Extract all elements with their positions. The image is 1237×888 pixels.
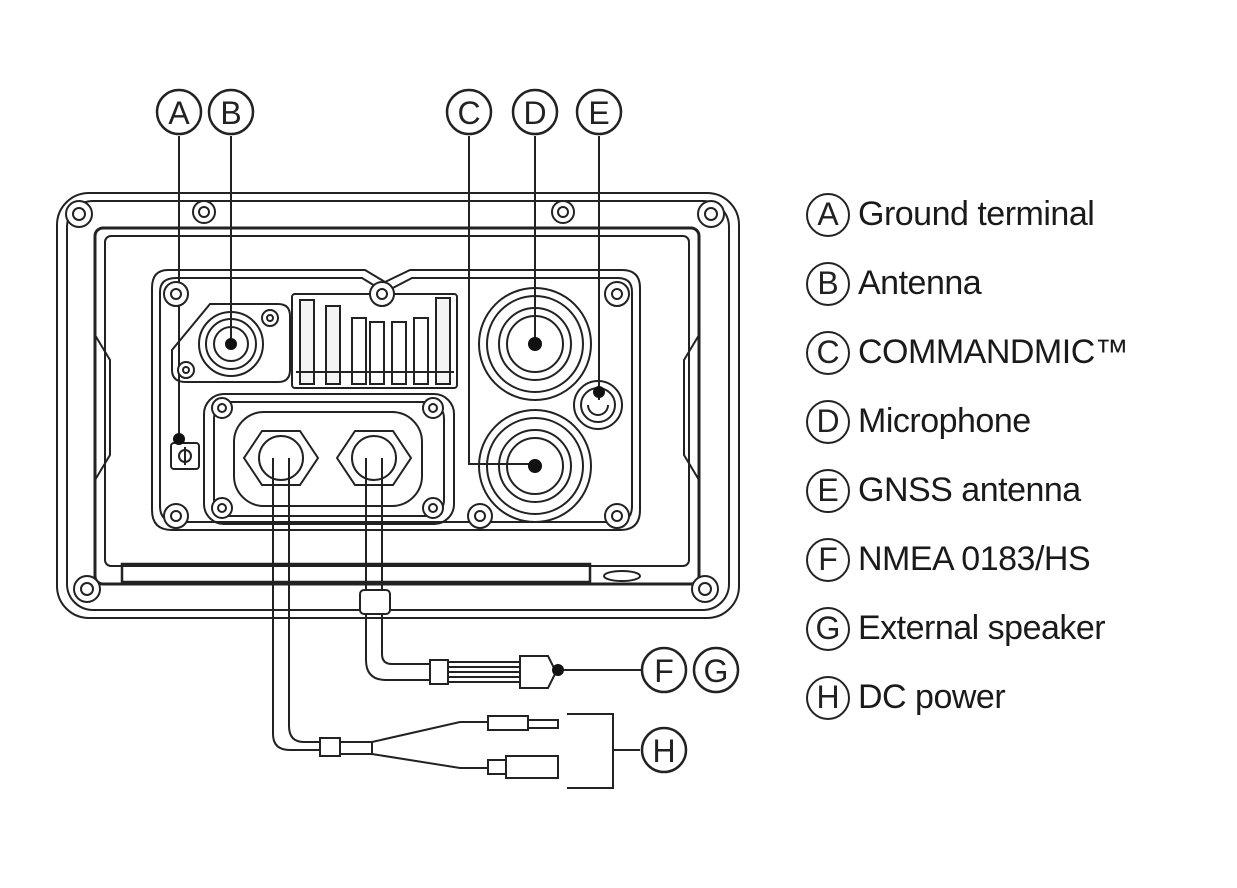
callout-c	[445, 88, 493, 136]
legend-badge: F	[806, 537, 850, 582]
terminal-block	[291, 293, 458, 389]
legend-label: Microphone	[858, 402, 1031, 440]
power-cable	[272, 458, 320, 751]
callout-a-label: A	[168, 95, 190, 131]
left-side-notch	[94, 334, 111, 481]
housing-inner	[66, 200, 730, 611]
bottom-strip	[120, 562, 592, 584]
legend-label: Antenna	[858, 264, 982, 302]
nmea-cable-gland	[335, 430, 413, 486]
connector-pins	[173, 337, 605, 676]
callout-g	[692, 646, 740, 694]
housing-outer	[56, 192, 740, 619]
screws	[65, 200, 725, 615]
power-cable-gland	[242, 430, 320, 486]
right-side-notch	[683, 334, 700, 481]
legend-label: Ground terminal	[858, 195, 1095, 233]
cable-gland-plate	[203, 393, 455, 525]
callout-b-label: B	[220, 95, 241, 131]
legend-badge: G	[806, 606, 850, 651]
callout-f-label: F	[654, 653, 674, 689]
callout-d-label: D	[523, 95, 546, 131]
bezel	[93, 226, 701, 586]
connector-panel	[151, 269, 641, 531]
callout-f	[640, 646, 688, 694]
ground-terminal	[170, 442, 200, 470]
callout-a	[155, 88, 203, 136]
nmea-cable	[365, 458, 430, 681]
legend-badge: B	[806, 261, 850, 306]
callout-e	[575, 88, 623, 136]
callout-c-label: C	[457, 95, 480, 131]
legend-label: DC power	[858, 678, 1006, 716]
legend-label: COMMANDMIC™	[858, 333, 1129, 371]
legend-badge: C	[806, 330, 850, 375]
callout-g-label: G	[704, 653, 729, 689]
legend-label: GNSS antenna	[858, 471, 1081, 509]
legend-badge: H	[806, 675, 850, 720]
callout-h	[640, 726, 688, 774]
callout-d	[511, 88, 559, 136]
dc-power-bracket	[567, 713, 614, 789]
legend-badge: A	[806, 192, 850, 237]
callout-e-label: E	[588, 95, 609, 131]
drain-slot	[603, 570, 641, 582]
legend-label: NMEA 0183/HS	[858, 540, 1091, 578]
legend-label: External speaker	[858, 609, 1106, 647]
antenna-plate	[171, 303, 291, 383]
legend-badge: D	[806, 399, 850, 444]
callout-b	[207, 88, 255, 136]
callout-h-label: H	[652, 733, 675, 769]
legend-badge: E	[806, 468, 850, 513]
commandmic-connector	[478, 409, 592, 523]
